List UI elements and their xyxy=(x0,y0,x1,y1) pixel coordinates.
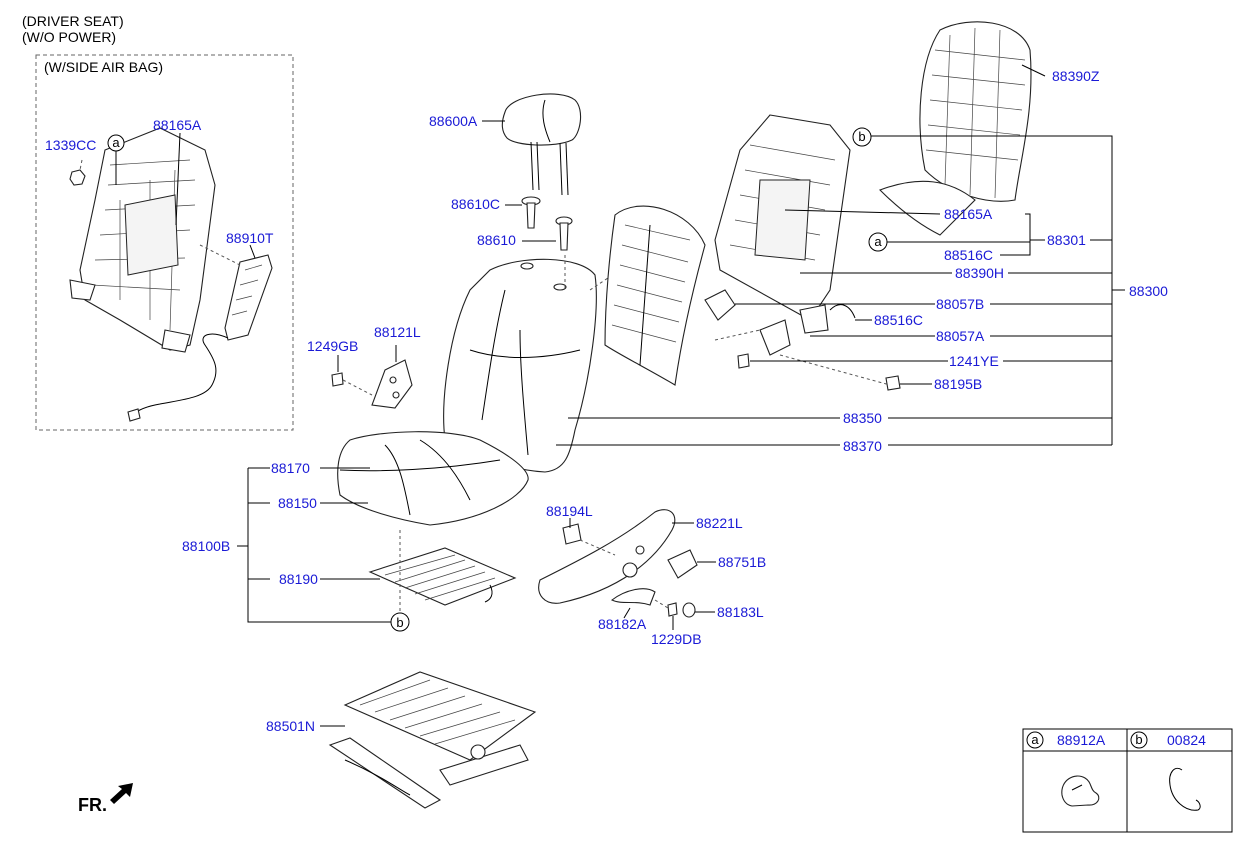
label-88390z: 88390Z xyxy=(1052,68,1100,84)
label-1229db: 1229DB xyxy=(651,631,702,647)
seat-track-88501n xyxy=(328,671,537,809)
bracket-88516c xyxy=(799,304,829,334)
inset-title: (W/SIDE AIR BAG) xyxy=(44,59,163,75)
callout-b-cushion-text: b xyxy=(396,615,403,630)
label-88600a: 88600A xyxy=(429,113,478,129)
label-88150: 88150 xyxy=(278,495,317,511)
clip-88057a xyxy=(759,319,791,356)
header-without-power: (W/O POWER) xyxy=(22,29,116,45)
bolt-1241ye xyxy=(737,353,750,369)
label-88195b: 88195B xyxy=(934,376,982,392)
inset-callout-a xyxy=(107,134,125,152)
label-88370: 88370 xyxy=(843,438,882,454)
inset-label-88910t: 88910T xyxy=(226,230,274,246)
inset-harness-connector xyxy=(127,408,141,422)
label-88121l: 88121L xyxy=(374,324,421,340)
label-1249gb: 1249GB xyxy=(307,338,358,354)
legend-b-key-text: b xyxy=(1135,732,1142,747)
label-88610: 88610 xyxy=(477,232,516,248)
legend-clip-icon xyxy=(1061,775,1100,807)
label-88194l: 88194L xyxy=(546,503,593,519)
legend-a-key-text: a xyxy=(1031,732,1039,747)
inset-label-1339cc: 1339CC xyxy=(45,137,96,153)
label-88751b: 88751B xyxy=(718,554,766,570)
legend-hook-icon xyxy=(1169,767,1201,811)
seatback-pad-88350 xyxy=(604,205,706,386)
label-88183l: 88183L xyxy=(717,604,764,620)
label-88057b: 88057B xyxy=(936,296,984,312)
label-88501n: 88501N xyxy=(266,718,315,734)
label-1241ye: 1241YE xyxy=(949,353,999,369)
callout-b-top-text: b xyxy=(858,129,865,144)
seatback-frame-88165a xyxy=(714,114,851,321)
back-panel-88390z xyxy=(879,21,1032,236)
callout-a-frame-text: a xyxy=(874,234,882,249)
front-direction-arrow-icon xyxy=(110,783,133,804)
cushion-pad-88190 xyxy=(368,547,517,606)
label-88301: 88301 xyxy=(1047,232,1086,248)
legend-b-key xyxy=(1130,731,1148,749)
inset-callout-a-text: a xyxy=(112,135,120,150)
headrest xyxy=(501,93,582,196)
label-88221l: 88221L xyxy=(696,515,743,531)
label-88165a: 88165A xyxy=(944,206,993,222)
legend-a-key xyxy=(1026,731,1044,749)
callout-a-frame xyxy=(868,232,888,252)
screw-1229db xyxy=(667,602,678,617)
label-88610c: 88610C xyxy=(451,196,500,212)
label-88190: 88190 xyxy=(279,571,318,587)
callout-b-cushion xyxy=(390,612,410,632)
inset-frame xyxy=(35,54,294,431)
legend-table: a 88912A b 00824 xyxy=(1022,728,1233,833)
inset-nut xyxy=(69,169,86,186)
bracket-88121l xyxy=(371,359,413,409)
inset-seatback-frame xyxy=(69,127,216,353)
cover-88751b xyxy=(667,549,698,579)
inset-airbag-module xyxy=(224,254,273,341)
label-88170: 88170 xyxy=(271,460,310,476)
lever-88182a xyxy=(610,588,656,606)
label-88300: 88300 xyxy=(1129,283,1168,299)
inset-airbag-harness xyxy=(131,333,229,416)
label-88182a: 88182A xyxy=(598,616,647,632)
headrest-guide-88610c xyxy=(521,196,541,229)
clip-88057b xyxy=(704,289,736,321)
inset-label-88165a: 88165A xyxy=(153,117,202,133)
side-shield-88221l xyxy=(538,509,676,604)
callout-b-top xyxy=(852,127,872,147)
seat-cushion xyxy=(337,431,529,526)
wire-88516c xyxy=(829,304,856,319)
headrest-guide-88610 xyxy=(555,216,573,251)
cap-88183l xyxy=(682,602,696,618)
label-88057a: 88057A xyxy=(936,328,985,344)
label-88350: 88350 xyxy=(843,410,882,426)
label-88516c: 88516C xyxy=(874,312,923,328)
legend-a-part: 88912A xyxy=(1057,732,1106,748)
label-88390h: 88390H xyxy=(955,265,1004,281)
knob-88194l xyxy=(562,523,582,545)
label-88100b: 88100B xyxy=(182,538,230,554)
bolt-1249gb xyxy=(331,372,344,387)
label-88516c-top: 88516C xyxy=(944,247,993,263)
legend-b-part: 00824 xyxy=(1167,732,1206,748)
header-driver-seat: (DRIVER SEAT) xyxy=(22,13,124,29)
bolt-88195b xyxy=(885,375,901,391)
front-direction-label: FR. xyxy=(78,795,107,815)
side-airbag-inset: (W/SIDE AIR BAG) 1339CC a 88165A 88910T xyxy=(35,54,294,431)
seatback-cover xyxy=(443,258,597,473)
